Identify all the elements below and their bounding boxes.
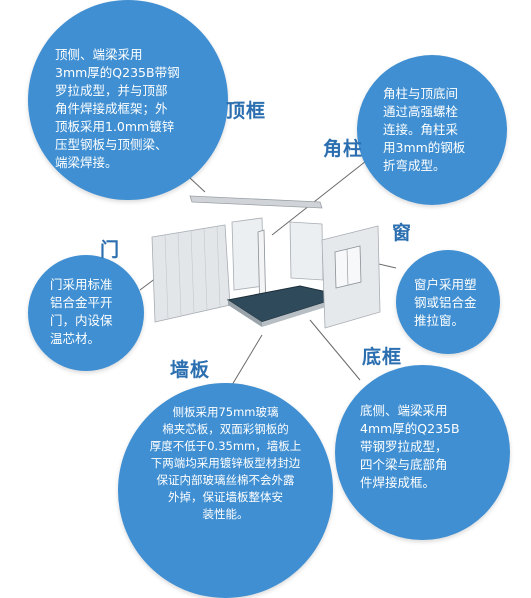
door-line: 温芯材。 <box>50 331 101 346</box>
wall-panel-description: 侧板采用75mm玻璃 棉夹芯板，双面彩钢板的 厚度不低于0.35mm，墙板上 下… <box>123 404 328 523</box>
wall-panel-line: 保证内部玻璃丝棉不会外露 <box>156 473 295 487</box>
corner-post-description: 角柱与顶底间 通过高强螺栓 连接。角柱采 用3mm的钢板 折弯成型。 <box>383 85 488 175</box>
door-line: 门，内设保 <box>50 313 113 328</box>
bottom-frame-bubble <box>335 365 510 540</box>
wall-panel-line: 棉夹芯板，双面彩钢板的 <box>162 422 289 436</box>
bottom-frame-line: 四个梁与底部角 <box>360 457 448 472</box>
label-wall-panel: 墙板 <box>170 359 211 381</box>
corner-post-line: 通过高强螺栓 <box>383 104 459 119</box>
window-line: 窗户采用塑 <box>414 277 477 292</box>
diagram: 顶侧、端梁采用 3mm厚的Q235B带钢 罗拉成型，并与顶部 角件焊接成框架；外… <box>28 0 510 598</box>
door-panel-grooves <box>164 226 221 320</box>
door-line: 铝合金平开 <box>50 295 113 310</box>
door-line: 门采用标准 <box>50 277 113 292</box>
door-description: 门采用标准 铝合金平开 门，内设保 温芯材。 <box>50 276 130 348</box>
window-description: 窗户采用塑 钢或铝合金 推拉窗。 <box>414 276 494 330</box>
label-door: 门 <box>100 239 121 261</box>
window-shape <box>334 245 362 289</box>
window-line: 钢或铝合金 <box>414 295 477 310</box>
door-panel-shape <box>151 224 231 323</box>
label-corner-post: 角柱 <box>323 138 364 160</box>
bottom-frame-front-edge <box>228 300 262 327</box>
label-window: 窗 <box>392 222 413 244</box>
top-frame-bubble <box>28 0 228 200</box>
top-frame-line: 角件焊接成框架；外 <box>55 101 168 116</box>
top-frame-line: 端梁焊接。 <box>55 155 118 170</box>
bottom-frame-line: 4mm厚的Q235B <box>360 421 460 436</box>
top-frame-line: 顶板采用1.0mm镀锌 <box>55 119 175 134</box>
top-frame-description: 顶侧、端梁采用 3mm厚的Q235B带钢 罗拉成型，并与顶部 角件焊接成框架；外… <box>55 46 205 172</box>
door-bubble <box>28 255 144 371</box>
top-frame-line: 压型钢板与顶侧梁、 <box>55 137 168 152</box>
connector-bottom-frame <box>309 319 361 381</box>
window-divider <box>346 248 349 286</box>
bottom-frame-description: 底侧、端梁采用 4mm厚的Q235B 带钢罗拉成型， 四个梁与底部角 件焊接成框… <box>360 402 490 492</box>
back-wall-panel-shape-2 <box>289 221 324 281</box>
connector-corner-post <box>271 149 381 236</box>
wall-panel-line: 外掉，保证墙板整体安 <box>168 490 283 504</box>
window-bubble <box>396 250 500 354</box>
top-frame-line: 3mm厚的Q235B带钢 <box>55 65 180 80</box>
wall-panel-line: 装性能。 <box>202 507 249 521</box>
exploded-container-illustration <box>139 149 397 406</box>
bottom-frame-line: 底侧、端梁采用 <box>360 403 448 418</box>
bottom-frame-line: 带钢罗拉成型， <box>360 439 448 454</box>
window-line: 推拉窗。 <box>414 313 465 328</box>
label-top-frame: 顶框 <box>226 100 267 122</box>
bottom-frame-line: 件焊接成框。 <box>360 475 436 490</box>
corner-post-line: 连接。角柱采 <box>383 122 459 137</box>
top-frame-line: 顶侧、端梁采用 <box>55 47 143 62</box>
top-frame-shape <box>189 195 323 209</box>
corner-post-line: 折弯成型。 <box>383 158 446 173</box>
wall-panel-line: 厚度不低于0.35mm，墙板上 <box>149 439 302 453</box>
wall-panel-line: 下两端均采用镀锌板型材封边 <box>150 456 301 470</box>
top-frame-line: 罗拉成型，并与顶部 <box>55 83 168 98</box>
corner-post-line: 用3mm的钢板 <box>383 140 466 155</box>
corner-post-line: 角柱与顶底间 <box>383 86 459 101</box>
label-bottom-frame: 底框 <box>362 346 403 368</box>
corner-post-bubble <box>357 55 507 205</box>
wall-panel-line: 侧板采用75mm玻璃 <box>172 405 279 419</box>
